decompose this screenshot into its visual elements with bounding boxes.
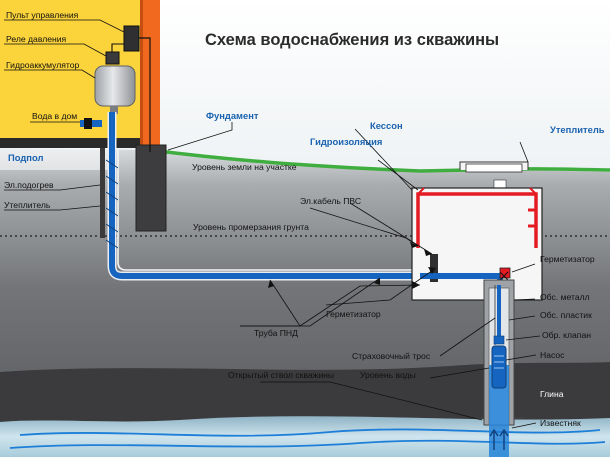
- label-gidroizolyaciya: Гидроизоляция: [310, 136, 382, 147]
- caisson-body: [411, 187, 543, 301]
- label-kesson: Кессон: [370, 120, 403, 131]
- caisson: [411, 161, 543, 301]
- label-el-kabel: Эл.кабель ПВС: [300, 196, 361, 206]
- label-izvestnyak: Известняк: [540, 418, 581, 428]
- pressure-relay: [105, 51, 120, 65]
- arrowheads: [268, 242, 436, 289]
- label-el-podogrev: Эл.подогрев: [4, 180, 54, 190]
- label-germetizator-right: Герметизатор: [540, 254, 595, 264]
- label-fundament: Фундамент: [206, 110, 259, 121]
- caisson-insulation-red: [416, 192, 538, 248]
- insulation-strip: [100, 148, 105, 238]
- label-gidroakk: Гидроаккумулятор: [6, 60, 80, 70]
- label-nasos: Насос: [540, 350, 565, 360]
- grass-line: [149, 148, 610, 173]
- limestone-layer: [0, 416, 610, 457]
- aquifer-wave-2: [9, 439, 606, 449]
- label-obr-klapan: Обр. клапан: [542, 330, 591, 340]
- submersible-pump: [491, 345, 507, 389]
- floor-slab: [0, 138, 145, 148]
- label-uteplitel-right: Утеплитель: [550, 124, 605, 135]
- podpol-space: [0, 148, 108, 170]
- label-pult: Пульт управления: [6, 10, 79, 20]
- clay-layer: [0, 362, 610, 422]
- open-shaft: [489, 425, 509, 457]
- label-truba-pnd: Труба ПНД: [254, 328, 298, 338]
- label-uroven-vody: Уровень воды: [360, 370, 416, 380]
- diagram-title: Схема водоснабжения из скважины: [205, 31, 499, 49]
- aquifer-wave-1: [19, 428, 601, 437]
- label-voda-v-dom: Вода в дом: [32, 111, 77, 121]
- label-uteplitel-left: Утеплитель: [4, 200, 51, 210]
- label-uroven-promerzaniya: Уровень промерзания грунта: [193, 222, 309, 232]
- label-obs-metall: Обс. металл: [540, 292, 590, 302]
- label-uroven-zemli: Уровень земли на участке: [192, 162, 297, 172]
- foundation-block: [135, 144, 167, 232]
- well-head-fitting: [499, 267, 511, 279]
- label-podpol: Подпол: [8, 152, 43, 163]
- caisson-lid: [465, 163, 523, 173]
- leader-lines: [4, 19, 541, 429]
- label-rele: Реле давления: [6, 34, 67, 44]
- house-valve: [84, 118, 92, 129]
- label-germetizator-mid: Герметизатор: [326, 309, 381, 319]
- label-obs-plastik: Обс. пластик: [540, 310, 592, 320]
- label-otkryty-stvol: Открытый ствол скважины: [228, 370, 334, 380]
- label-strahovochny-tros: Страховочный трос: [352, 351, 431, 361]
- hydroaccumulator-tank: [94, 65, 136, 107]
- label-glina: Глина: [540, 389, 564, 399]
- check-valve: [493, 335, 505, 345]
- control-box: [123, 25, 140, 52]
- power-wire: [139, 37, 151, 152]
- pvs-cable: [117, 150, 420, 271]
- heating-cable: [105, 159, 119, 249]
- pnd-pipe: [109, 112, 420, 279]
